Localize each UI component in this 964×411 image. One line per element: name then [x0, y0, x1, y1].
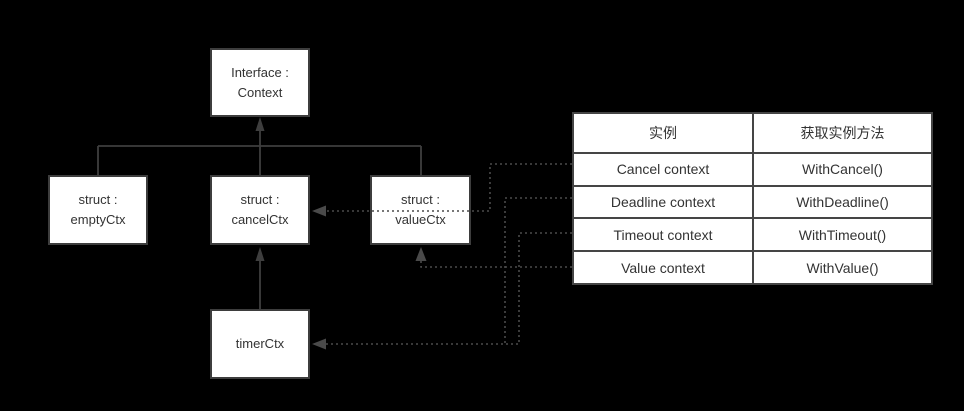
- cell-method: WithCancel(): [752, 152, 933, 187]
- value-context-ref-line: [420, 260, 572, 268]
- node-timerctx: timerCtx: [210, 309, 310, 379]
- node-label-line: cancelCtx: [231, 212, 289, 227]
- cell-method: WithTimeout(): [752, 217, 933, 253]
- header-instance: 实例: [572, 111, 754, 155]
- context-methods-table-container: 实例 获取实例方法 Cancel context WithCancel() De…: [572, 111, 933, 285]
- arrowhead-up-valuectx-icon: [415, 247, 427, 261]
- arrowhead-left-cancelctx-icon: [312, 205, 326, 217]
- cell-method: WithDeadline(): [752, 184, 933, 220]
- node-label-line: timerCtx: [235, 336, 285, 351]
- table-row: Deadline context WithDeadline(): [572, 184, 933, 220]
- cell-instance: Cancel context: [572, 152, 754, 187]
- table-row: Cancel context WithCancel(): [572, 152, 933, 187]
- context-methods-table: 实例 获取实例方法 Cancel context WithCancel() De…: [572, 111, 933, 285]
- node-label-line: Context: [237, 84, 283, 100]
- node-struct-cancelctx: struct : cancelCtx: [210, 175, 310, 245]
- cell-instance: Timeout context: [572, 217, 754, 253]
- node-struct-emptyctx: struct : emptyCtx: [48, 175, 148, 245]
- table-row: Value context WithValue(): [572, 250, 933, 285]
- deadline-context-ref-line: [504, 197, 572, 344]
- table-row: Timeout context WithTimeout(): [572, 217, 933, 253]
- arrowhead-up-context-icon: [255, 117, 265, 131]
- node-label-line: valueCtx: [395, 212, 446, 227]
- header-method: 获取实例方法: [752, 111, 933, 155]
- cell-instance: Value context: [572, 250, 754, 285]
- arrowhead-up-cancelctx-icon: [255, 247, 265, 261]
- timeout-context-ref-line: [326, 232, 572, 345]
- node-label-line: struct :: [240, 192, 280, 207]
- arrowhead-left-timerctx-icon: [312, 338, 326, 350]
- node-label-line: emptyCtx: [70, 212, 126, 227]
- node-label-line: struct :: [400, 192, 440, 207]
- node-interface-context: Interface : Context: [210, 48, 310, 117]
- node-label-line: struct :: [78, 192, 118, 207]
- node-struct-valuectx: struct : valueCtx: [370, 175, 471, 245]
- table-header-row: 实例 获取实例方法: [572, 111, 933, 155]
- node-label-line: Interface :: [231, 64, 289, 80]
- cell-instance: Deadline context: [572, 184, 754, 220]
- cell-method: WithValue(): [752, 250, 933, 285]
